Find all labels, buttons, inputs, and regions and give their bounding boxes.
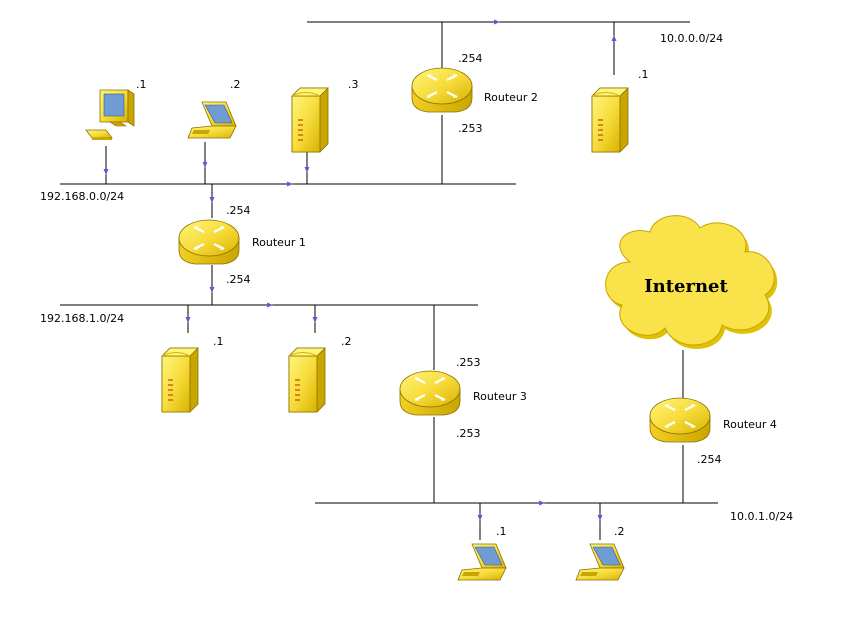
laptop-icon — [457, 543, 507, 581]
router-name: Routeur 4 — [723, 418, 777, 431]
packet-arrow — [202, 162, 208, 168]
router-icon — [177, 218, 241, 266]
packet-arrow — [611, 35, 617, 41]
router-icon — [398, 369, 462, 417]
network-label: 10.0.0.0/24 — [660, 32, 723, 45]
server-icon — [591, 87, 629, 153]
packet-arrow — [209, 197, 215, 203]
interface-address: .254 — [458, 52, 483, 65]
interface-address: .253 — [456, 427, 481, 440]
host-address: .2 — [230, 78, 241, 91]
router-icon — [648, 396, 712, 444]
packet-arrow — [103, 169, 109, 175]
host-address: .3 — [348, 78, 359, 91]
packet-arrow — [494, 19, 500, 25]
router-name: Routeur 1 — [252, 236, 306, 249]
router-name: Routeur 2 — [484, 91, 538, 104]
interface-address: .253 — [458, 122, 483, 135]
router-name: Routeur 3 — [473, 390, 527, 403]
cloud-label: Internet — [644, 276, 728, 297]
labels: 10.0.0.0/24 192.168.0.0/24 192.168.1.0/2… — [40, 32, 793, 538]
host-address: .1 — [638, 68, 649, 81]
server-icon — [291, 87, 329, 153]
router-icon — [410, 66, 474, 114]
interface-address: .254 — [226, 273, 251, 286]
host-address: .2 — [614, 525, 625, 538]
host-address: .1 — [496, 525, 507, 538]
interface-address: .254 — [226, 204, 251, 217]
network-label: 192.168.1.0/24 — [40, 312, 124, 325]
packet-arrow — [539, 500, 545, 506]
host-address: .1 — [136, 78, 147, 91]
cloud-icon: Internet — [605, 215, 778, 349]
packet-arrow — [287, 181, 293, 187]
network-label: 192.168.0.0/24 — [40, 190, 124, 203]
laptop-icon — [575, 543, 625, 581]
network-label: 10.0.1.0/24 — [730, 510, 793, 523]
packet-arrow — [597, 515, 603, 521]
laptop-icon — [187, 101, 237, 139]
packet-arrow — [185, 317, 191, 323]
host-address: .2 — [341, 335, 352, 348]
packet-arrow — [477, 515, 483, 521]
packet-arrows — [103, 19, 617, 521]
packet-arrow — [312, 317, 318, 323]
server-icon — [288, 347, 326, 413]
packet-arrow — [209, 287, 215, 293]
interface-address: .254 — [697, 453, 722, 466]
desktop-icon — [85, 89, 135, 141]
server-icon — [161, 347, 199, 413]
host-address: .1 — [213, 335, 224, 348]
interface-address: .253 — [456, 356, 481, 369]
packet-arrow — [267, 302, 273, 308]
packet-arrow — [304, 167, 310, 173]
